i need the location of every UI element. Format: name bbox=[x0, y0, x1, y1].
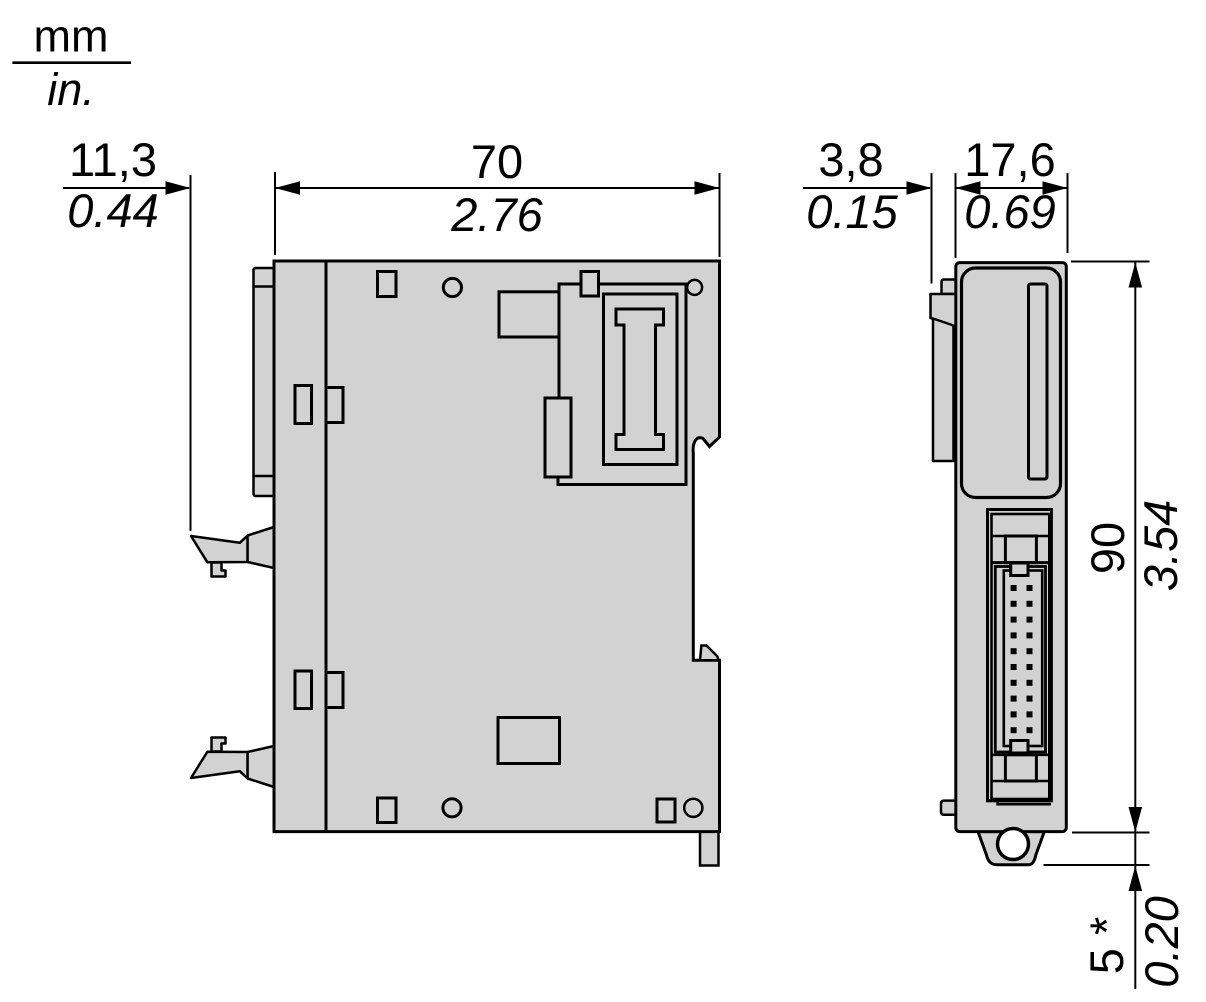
svg-text:in.: in. bbox=[47, 64, 95, 115]
svg-text:0.69: 0.69 bbox=[964, 185, 1055, 238]
svg-text:0.44: 0.44 bbox=[67, 184, 158, 237]
svg-text:3,8: 3,8 bbox=[818, 133, 883, 186]
svg-text:0.20: 0.20 bbox=[1135, 896, 1188, 987]
svg-text:70: 70 bbox=[471, 135, 523, 188]
svg-text:11,3: 11,3 bbox=[69, 133, 157, 186]
svg-text:17,6: 17,6 bbox=[964, 133, 1055, 186]
svg-text:0.15: 0.15 bbox=[806, 185, 898, 238]
svg-text:5 *: 5 * bbox=[1080, 917, 1133, 975]
svg-text:3.54: 3.54 bbox=[1134, 500, 1187, 591]
svg-text:mm: mm bbox=[34, 11, 109, 62]
svg-text:2.76: 2.76 bbox=[450, 188, 543, 241]
svg-text:90: 90 bbox=[1081, 522, 1134, 574]
